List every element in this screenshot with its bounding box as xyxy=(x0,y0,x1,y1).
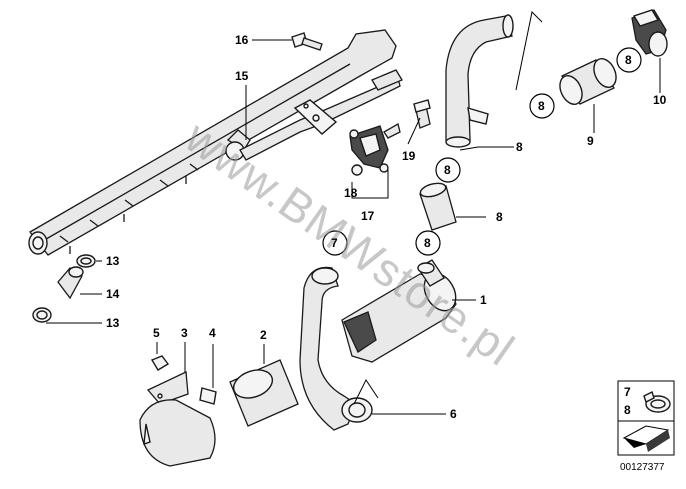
callout-3: 3 xyxy=(181,326,188,340)
callout-19: 19 xyxy=(402,149,416,163)
callout-12: 10 xyxy=(653,93,667,107)
callout-15: 15 xyxy=(235,69,249,83)
circled-callouts xyxy=(322,47,642,256)
doc-number: 00127377 xyxy=(620,462,665,473)
callout-4: 4 xyxy=(209,326,216,340)
fuel-rail xyxy=(28,29,397,256)
sleeve-11 xyxy=(559,58,617,105)
callout-8-b: 8 xyxy=(625,53,632,67)
callout-6: 6 xyxy=(450,407,457,421)
hose-10 xyxy=(445,14,514,148)
hose-6 xyxy=(299,266,373,431)
callout-8-d: 8 xyxy=(424,236,431,250)
callout-7: 7 xyxy=(331,236,338,250)
callout-11: 9 xyxy=(587,134,594,148)
callout-17: 17 xyxy=(361,209,375,223)
legend-box: 7 8 00127377 xyxy=(617,380,675,473)
callout-8-c: 8 xyxy=(444,163,451,177)
sleeve-9 xyxy=(419,182,457,231)
callout-10: 8 xyxy=(516,140,523,154)
callout-18: 18 xyxy=(344,186,358,200)
pressure-sensor xyxy=(349,99,431,176)
callout-13-bottom: 13 xyxy=(106,316,120,330)
connector-12 xyxy=(631,9,668,57)
callout-13-top: 13 xyxy=(106,254,120,268)
callout-8-a: 8 xyxy=(538,99,545,113)
callout-5: 5 xyxy=(153,326,160,340)
bracket-3 xyxy=(139,371,216,467)
bolt-16 xyxy=(291,32,323,51)
legend-8: 8 xyxy=(624,403,631,417)
legend-7: 7 xyxy=(624,385,631,399)
callout-2: 2 xyxy=(260,328,267,342)
callout-14: 14 xyxy=(106,287,120,301)
seal-rings xyxy=(32,254,96,323)
leader-lines xyxy=(46,10,661,415)
hose-clamp-icon xyxy=(643,391,671,413)
callout-1: 1 xyxy=(480,293,487,307)
bolt-4-nut-5 xyxy=(150,355,217,405)
callout-9: 8 xyxy=(496,210,503,224)
callout-numbers: 16 15 8 9 10 19 18 17 8 13 14 13 1 5 3 4… xyxy=(106,33,667,421)
arrow-icon xyxy=(622,425,670,452)
air-pump xyxy=(341,259,457,363)
sleeve-2 xyxy=(229,359,299,427)
callout-16: 16 xyxy=(235,33,249,47)
fuel-line xyxy=(239,69,403,161)
